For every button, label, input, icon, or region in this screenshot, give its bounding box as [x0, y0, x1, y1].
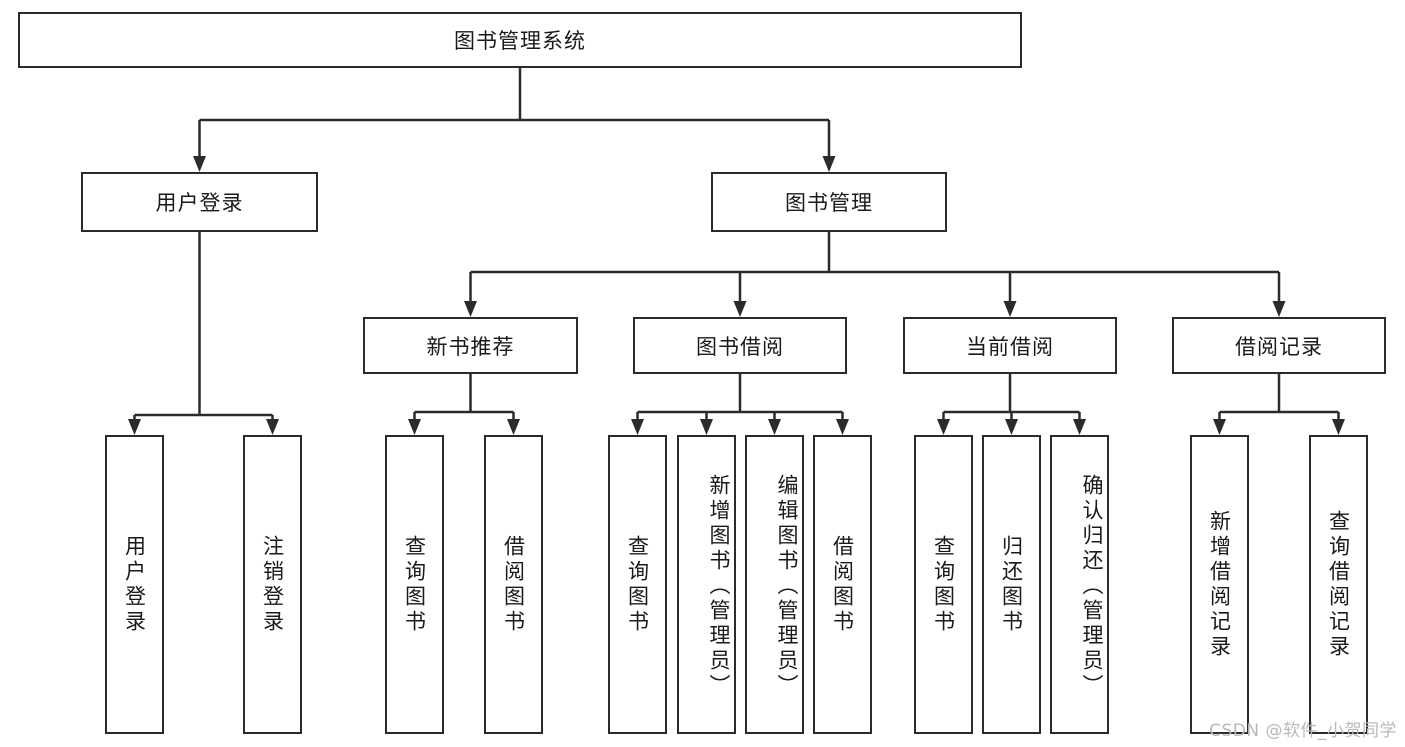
- node-label-leaf-query-book-1: 查询图书: [402, 534, 427, 635]
- edge-arrow-book-borrow-2: [768, 419, 781, 435]
- edge-arrow-book-borrow-3: [836, 419, 849, 435]
- node-label-leaf-confirm-return: 确认归还（管理员）: [1080, 474, 1104, 699]
- node-label-root: 图书管理系统: [454, 29, 586, 53]
- node-leaf-edit-book[interactable]: 编辑图书（管理员）: [745, 435, 804, 734]
- edge-arrow-current-borrow-2: [1073, 419, 1086, 435]
- node-label-leaf-add-record: 新增借阅记录: [1207, 509, 1232, 660]
- edge-arrow-root-1: [822, 156, 836, 172]
- node-label-leaf-borrow-book-1: 借阅图书: [501, 534, 526, 635]
- node-current-borrow[interactable]: 当前借阅: [903, 317, 1117, 374]
- node-borrow-record[interactable]: 借阅记录: [1172, 317, 1386, 374]
- edge-arrow-book-borrow-0: [631, 419, 644, 435]
- node-leaf-query-record[interactable]: 查询借阅记录: [1309, 435, 1368, 734]
- node-leaf-borrow-book-1[interactable]: 借阅图书: [484, 435, 543, 734]
- node-user-login[interactable]: 用户登录: [81, 172, 318, 232]
- node-leaf-query-book-3[interactable]: 查询图书: [914, 435, 973, 734]
- node-label-leaf-borrow-book-2: 借阅图书: [830, 534, 855, 635]
- node-leaf-confirm-return[interactable]: 确认归还（管理员）: [1050, 435, 1109, 734]
- node-label-leaf-query-record: 查询借阅记录: [1326, 509, 1351, 660]
- node-label-user-login: 用户登录: [155, 191, 244, 215]
- node-label-leaf-query-book-3: 查询图书: [931, 534, 956, 635]
- node-label-leaf-user-login: 用户登录: [122, 534, 147, 635]
- node-label-leaf-query-book-2: 查询图书: [625, 534, 650, 635]
- edge-arrow-new-book-recommend-0: [408, 419, 421, 435]
- node-leaf-query-book-1[interactable]: 查询图书: [385, 435, 444, 734]
- edge-arrow-new-book-recommend-1: [507, 419, 520, 435]
- edge-arrow-root-0: [193, 156, 206, 172]
- node-label-borrow-record: 借阅记录: [1235, 334, 1323, 359]
- edge-arrow-book-manage-3: [1272, 301, 1286, 317]
- edge-arrow-book-manage-1: [733, 301, 747, 317]
- node-label-book-borrow: 图书借阅: [696, 334, 784, 359]
- node-root[interactable]: 图书管理系统: [18, 12, 1022, 68]
- node-book-borrow[interactable]: 图书借阅: [633, 317, 847, 374]
- edge-arrow-borrow-record-0: [1213, 419, 1226, 435]
- node-book-manage[interactable]: 图书管理: [711, 172, 947, 232]
- edge-arrow-book-borrow-1: [700, 419, 713, 435]
- edge-arrow-current-borrow-1: [1005, 419, 1018, 435]
- node-leaf-user-logout[interactable]: 注销登录: [243, 435, 302, 734]
- node-label-leaf-edit-book: 编辑图书（管理员）: [775, 474, 799, 699]
- node-leaf-add-record[interactable]: 新增借阅记录: [1190, 435, 1249, 734]
- edge-arrow-book-manage-0: [464, 301, 477, 317]
- node-label-leaf-add-book: 新增图书（管理员）: [707, 474, 731, 699]
- edge-arrow-borrow-record-1: [1332, 419, 1345, 435]
- node-new-book-recommend[interactable]: 新书推荐: [363, 317, 578, 374]
- node-leaf-query-book-2[interactable]: 查询图书: [608, 435, 667, 734]
- edge-arrow-user-login-0: [128, 419, 141, 435]
- watermark-text: CSDN @软件_小贺同学: [1209, 721, 1397, 741]
- edge-arrow-user-login-1: [266, 419, 279, 435]
- node-label-leaf-return-book: 归还图书: [999, 534, 1024, 635]
- node-leaf-return-book[interactable]: 归还图书: [982, 435, 1041, 734]
- node-label-book-manage: 图书管理: [785, 191, 873, 215]
- node-label-current-borrow: 当前借阅: [966, 334, 1054, 359]
- node-leaf-borrow-book-2[interactable]: 借阅图书: [813, 435, 872, 734]
- node-leaf-user-login[interactable]: 用户登录: [105, 435, 164, 734]
- edge-arrow-book-manage-2: [1003, 301, 1017, 317]
- node-label-new-book-recommend: 新书推荐: [426, 334, 515, 359]
- edge-arrow-current-borrow-0: [937, 419, 950, 435]
- node-label-leaf-user-logout: 注销登录: [260, 534, 285, 635]
- node-leaf-add-book[interactable]: 新增图书（管理员）: [677, 435, 736, 734]
